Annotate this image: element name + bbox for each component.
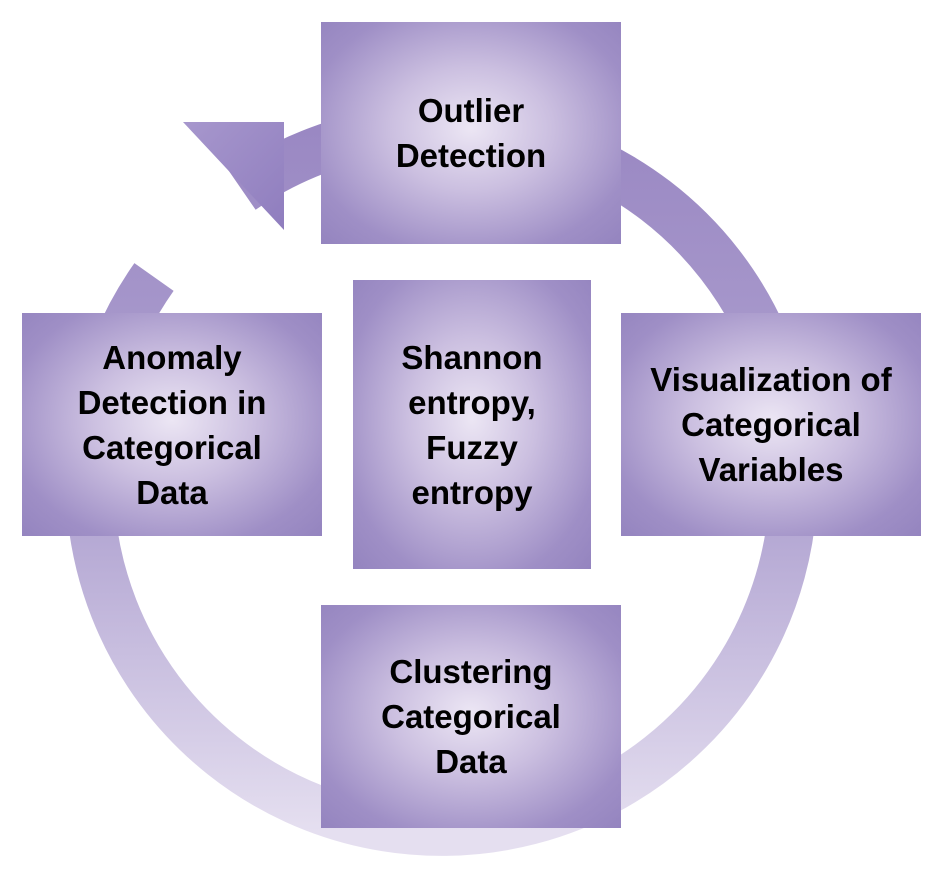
node-anomaly-detection: Anomaly Detection in Categorical Data bbox=[22, 313, 322, 536]
node-center-entropy: Shannon entropy, Fuzzy entropy bbox=[353, 280, 591, 569]
node-clustering: Clustering Categorical Data bbox=[321, 605, 621, 828]
node-outlier-detection: Outlier Detection bbox=[321, 22, 621, 244]
node-visualization-label: Visualization of Categorical Variables bbox=[650, 361, 892, 488]
arrow-head bbox=[183, 122, 284, 230]
node-anomaly-detection-label: Anomaly Detection in Categorical Data bbox=[77, 338, 267, 511]
node-clustering-label: Clustering Categorical Data bbox=[381, 653, 561, 780]
node-center-entropy-label: Shannon entropy, Fuzzy entropy bbox=[401, 338, 543, 511]
node-visualization: Visualization of Categorical Variables bbox=[621, 313, 921, 536]
node-outlier-detection-label: Outlier Detection bbox=[395, 92, 547, 174]
